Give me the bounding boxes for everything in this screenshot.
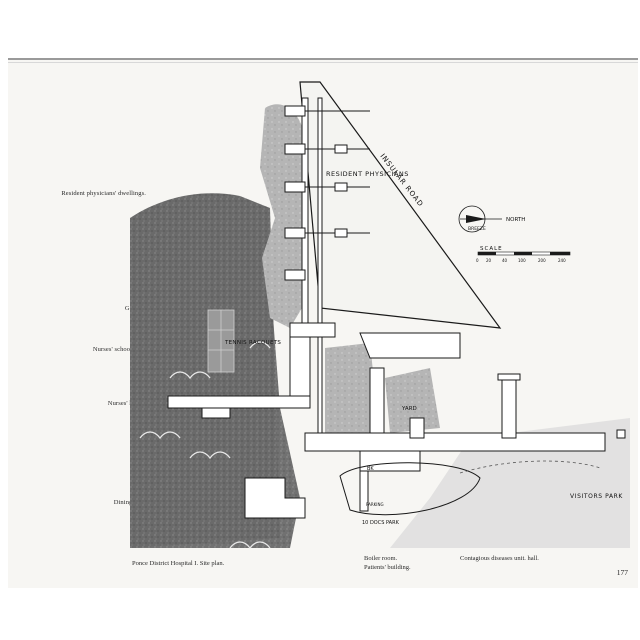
label-dining-hall: Dining hall. (113, 499, 146, 506)
label-resident-physicians-dwellings: Resident physicians' dwellings. (61, 190, 146, 197)
parking-label: PARKING (366, 502, 384, 507)
scale-tick-4: 200 (538, 258, 546, 263)
page-top-rule (8, 62, 638, 63)
tennis-courts (207, 309, 235, 373)
tree-canopy-outlines (139, 341, 271, 550)
visitors-parking-loop (339, 462, 481, 516)
resident-physicians-label: RESIDENT PHYSICIANS (326, 170, 409, 178)
site-plan-svg: RESIDENT PHYSICIANS INSULAR ROAD TENNIS … (130, 81, 630, 550)
garage-drive (359, 332, 461, 359)
site-plan-drawing: RESIDENT PHYSICIANS INSULAR ROAD TENNIS … (130, 78, 630, 552)
scale-tick-2: 40 (502, 258, 508, 263)
nurses-home-wing (167, 395, 311, 409)
scale-bar (477, 251, 571, 256)
breeze-label: BREEZE (468, 226, 486, 232)
caption-patients-building: Patients' building. (364, 564, 411, 571)
north-arrow-icon (458, 205, 502, 233)
patients-building-hall (304, 432, 606, 452)
doc-park-label: 10 DOCS PARK (362, 520, 400, 526)
label-garage: Garage. (18, 305, 146, 312)
label-nurses-school-unit: Nurses' school unit. (92, 346, 146, 353)
insular-road-triangle (299, 81, 502, 329)
visitors-park-label: VISITORS PARK (570, 493, 623, 500)
scale-tick-5: 240 (558, 258, 566, 263)
scale-tick-0: 0 (476, 258, 479, 263)
caption-contagious-unit: Contagious diseases unit. hall. (460, 555, 539, 562)
dining-hall (244, 477, 306, 519)
tennis-label: TENNIS RACQUETS (224, 340, 281, 346)
caption-site-plan: Ponce District Hospital I. Site plan. (132, 560, 225, 567)
scale-label: SCALE (480, 246, 503, 252)
page-number: 177 (616, 568, 628, 577)
label-nurses-home: Nurses' home. (107, 400, 146, 407)
yard-label: YARD (401, 406, 417, 412)
bk-label: BK (367, 466, 374, 472)
scale-tick-3: 100 (518, 258, 526, 263)
resident-dwellings (284, 105, 370, 281)
contagious-unit (501, 375, 517, 439)
north-label: NORTH (506, 217, 525, 223)
caption-boiler-room: Boiler room. (364, 555, 398, 562)
scale-tick-1: 20 (486, 258, 492, 263)
scale-ticks: 0 20 40 100 200 240 (476, 258, 566, 263)
